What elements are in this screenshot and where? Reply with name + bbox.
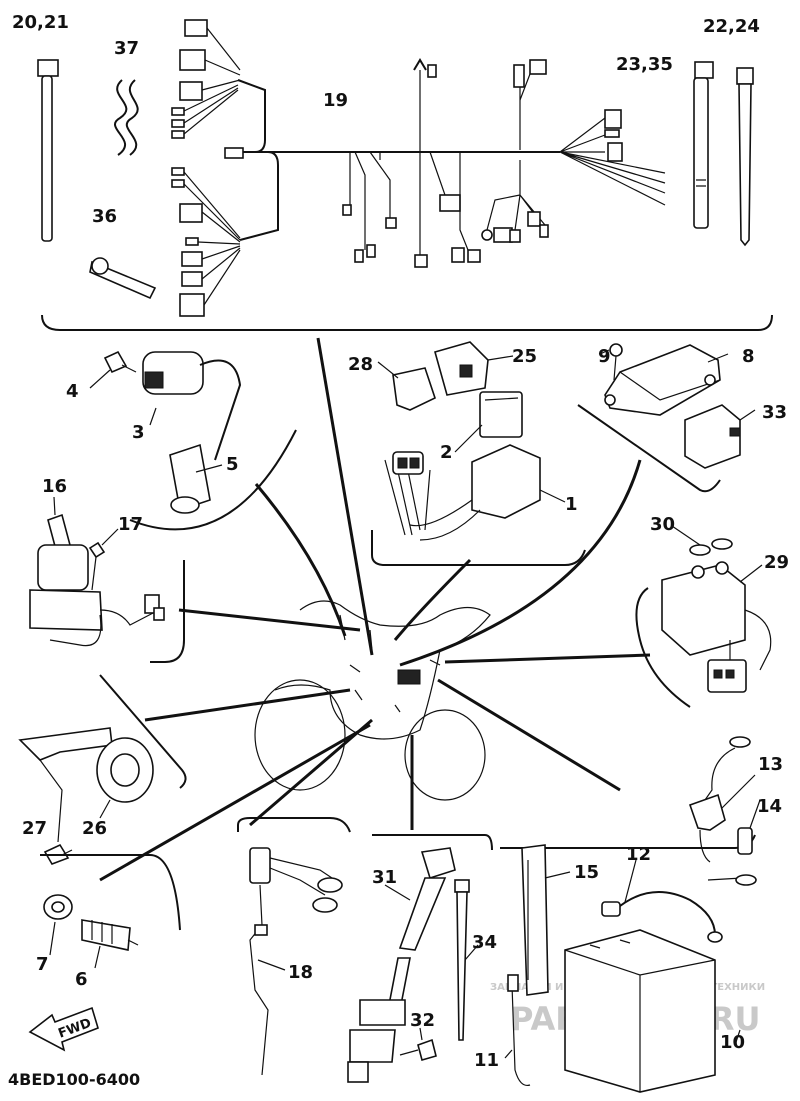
callout-labels: 20,21 37 36 19 23,35 22,24 4 3 5 28 25 2… [12, 12, 789, 1071]
label-26: 26 [82, 818, 107, 839]
label-34: 34 [472, 932, 497, 953]
label-28: 28 [348, 354, 373, 375]
label-36: 36 [92, 206, 117, 227]
group-sidestand-bracket [237, 817, 351, 833]
battery-cable-12 [601, 891, 723, 943]
callout-leaders-switch [53, 496, 119, 546]
screw-17 [88, 541, 106, 591]
washer-7 [43, 894, 73, 920]
label-15: 15 [574, 862, 599, 883]
group-horn-bracket [99, 674, 187, 789]
label-14: 14 [757, 796, 782, 817]
relay-1 [409, 444, 541, 541]
group-neutral-switch-bracket [40, 854, 181, 931]
leader-lines [99, 337, 651, 882]
cable-tie-22-24 [736, 67, 754, 247]
neutral-switch-6 [81, 919, 139, 951]
label-18: 18 [288, 962, 313, 983]
relay-holder-2 [479, 391, 523, 438]
label-30: 30 [650, 514, 675, 535]
relay-28 [392, 367, 436, 411]
breather-hose-11 [507, 974, 531, 1087]
battery-band-15 [521, 844, 549, 996]
sidestand-switch-18 [249, 847, 343, 1076]
label-31: 31 [372, 867, 397, 888]
label-5: 5 [226, 454, 239, 475]
callout-leaders-horn [39, 759, 111, 843]
label-29: 29 [764, 552, 789, 573]
label-7: 7 [36, 954, 49, 975]
relay-25 [434, 341, 489, 396]
label-8: 8 [742, 346, 755, 367]
label-4: 4 [66, 381, 79, 402]
screw-32 [399, 1038, 437, 1061]
label-19: 19 [323, 90, 348, 111]
callout-leaders-battery [504, 774, 761, 1059]
harness-group-bracket [41, 314, 773, 331]
band-36 [89, 257, 157, 300]
nut-30 [689, 538, 733, 556]
label-10: 10 [720, 1032, 745, 1053]
callout-leaders-coil [89, 369, 223, 473]
label-27: 27 [22, 818, 47, 839]
diagram-code: 4BED100-6400 [8, 1070, 140, 1089]
ignition-coil-3 [142, 351, 242, 514]
horn-26 [18, 727, 154, 803]
callout-leaders-relays [377, 355, 566, 503]
label-32: 32 [410, 1010, 435, 1031]
group-rectifier-bracket [577, 404, 721, 493]
group-starter-relay-bracket [635, 587, 691, 708]
cable-tie-20-21 [37, 59, 59, 242]
label-6: 6 [75, 969, 88, 990]
bolt-4 [103, 350, 137, 374]
label-9: 9 [598, 346, 611, 367]
wire-harness-19 [171, 19, 666, 317]
relay-wiring-1 [384, 451, 431, 536]
brake-switch-31 [347, 847, 456, 1083]
callout-leaders-sidestand [257, 959, 286, 971]
cable-tie-23-35 [693, 61, 714, 229]
label-3: 3 [132, 422, 145, 443]
label-17: 17 [118, 514, 143, 535]
group-main-switch-bracket [150, 560, 185, 663]
label-37: 37 [114, 38, 139, 59]
label-23-35: 23,35 [616, 54, 673, 75]
clip-37 [114, 79, 139, 156]
callout-leaders-neutral [49, 921, 101, 969]
callout-leaders-brake [384, 884, 479, 1041]
label-33: 33 [762, 402, 787, 423]
callout-leaders-starter [671, 525, 763, 583]
label-1: 1 [565, 494, 578, 515]
band-34 [454, 879, 470, 1041]
group-ignition-coil-bracket [129, 429, 297, 531]
fwd-arrow: FWD [28, 1006, 99, 1052]
fuse-14 [737, 827, 753, 855]
label-11: 11 [474, 1050, 499, 1071]
group-relays-bracket [371, 530, 586, 566]
label-2: 2 [440, 442, 453, 463]
battery-10 [564, 929, 716, 1093]
main-switch-16 [29, 513, 165, 647]
label-13: 13 [758, 754, 783, 775]
label-16: 16 [42, 476, 67, 497]
starter-relay-29 [661, 561, 772, 693]
rectifier-regulator-8 [604, 344, 721, 416]
label-12: 12 [626, 844, 651, 865]
screw-9 [609, 343, 623, 381]
label-20-21: 20,21 [12, 12, 69, 33]
group-brake-switch-bracket [372, 834, 493, 851]
label-22-24: 22,24 [703, 16, 760, 37]
callout-leaders-rectifier [599, 349, 756, 421]
relay-33 [684, 404, 741, 469]
fuse-13 [688, 736, 757, 886]
label-25: 25 [512, 346, 537, 367]
